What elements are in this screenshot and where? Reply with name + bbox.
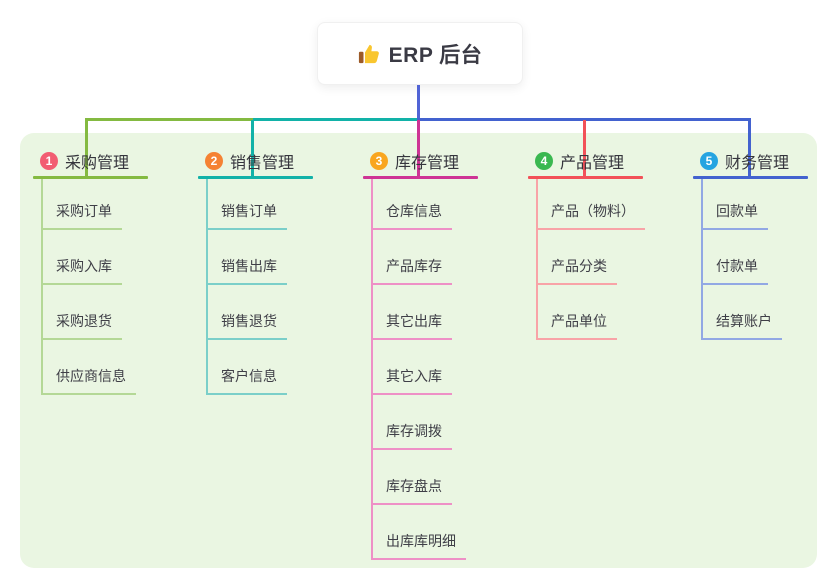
leaf-node[interactable]: 结算账户	[701, 312, 782, 340]
leaf-node[interactable]: 产品库存	[371, 257, 452, 285]
bus-segment-teal	[253, 118, 417, 121]
branch-label: 产品管理	[560, 155, 625, 172]
root-connector	[417, 85, 420, 121]
branch-title-product[interactable]: 4 产品管理	[535, 151, 625, 172]
leaf-node[interactable]: 其它入库	[371, 367, 452, 395]
branch-label: 采购管理	[65, 155, 130, 172]
leaf-node[interactable]: 产品单位	[536, 312, 617, 340]
leaf-node[interactable]: 客户信息	[206, 367, 287, 395]
branch-label: 库存管理	[395, 155, 460, 172]
bus-segment-blue	[417, 118, 751, 121]
child-connector	[701, 179, 703, 340]
badge-2: 2	[205, 152, 223, 170]
child-connector	[206, 179, 208, 395]
leaf-node[interactable]: 采购订单	[41, 202, 122, 230]
branches-panel	[20, 133, 817, 568]
leaf-node[interactable]: 库存盘点	[371, 477, 452, 505]
leaf-node[interactable]: 采购入库	[41, 257, 122, 285]
root-node[interactable]: ERP 后台	[317, 22, 523, 85]
drop-product	[583, 120, 586, 176]
branch-label: 销售管理	[230, 155, 295, 172]
leaf-node[interactable]: 销售出库	[206, 257, 287, 285]
badge-1: 1	[40, 152, 58, 170]
branch-underline	[693, 176, 808, 179]
branch-title-finance[interactable]: 5 财务管理	[700, 151, 790, 172]
leaf-node[interactable]: 销售退货	[206, 312, 287, 340]
leaf-node[interactable]: 库存调拨	[371, 422, 452, 450]
child-connector	[536, 179, 538, 340]
branch-title-inventory[interactable]: 3 库存管理	[370, 151, 460, 172]
branch-underline	[528, 176, 643, 179]
leaf-node[interactable]: 销售订单	[206, 202, 287, 230]
drop-sales	[251, 120, 254, 176]
leaf-node[interactable]: 供应商信息	[41, 367, 136, 395]
leaf-node[interactable]: 其它出库	[371, 312, 452, 340]
branch-underline	[33, 176, 148, 179]
drop-finance	[748, 120, 751, 176]
bus-segment-green	[85, 118, 253, 121]
branch-title-sales[interactable]: 2 销售管理	[205, 151, 295, 172]
branch-underline	[198, 176, 313, 179]
branch-title-purchase[interactable]: 1 采购管理	[40, 151, 130, 172]
drop-inventory	[417, 120, 420, 176]
leaf-node[interactable]: 产品（物料）	[536, 202, 645, 230]
thumbs-up-icon	[358, 43, 380, 65]
child-connector	[371, 179, 373, 560]
badge-4: 4	[535, 152, 553, 170]
leaf-node[interactable]: 采购退货	[41, 312, 122, 340]
branch-underline	[363, 176, 478, 179]
drop-purchase	[85, 120, 88, 176]
leaf-node[interactable]: 出库库明细	[371, 532, 466, 560]
branch-label: 财务管理	[725, 155, 790, 172]
leaf-node[interactable]: 产品分类	[536, 257, 617, 285]
leaf-node[interactable]: 仓库信息	[371, 202, 452, 230]
child-connector	[41, 179, 43, 395]
badge-3: 3	[370, 152, 388, 170]
badge-5: 5	[700, 152, 718, 170]
leaf-node[interactable]: 回款单	[701, 202, 768, 230]
leaf-node[interactable]: 付款单	[701, 257, 768, 285]
root-label: ERP 后台	[388, 43, 483, 67]
